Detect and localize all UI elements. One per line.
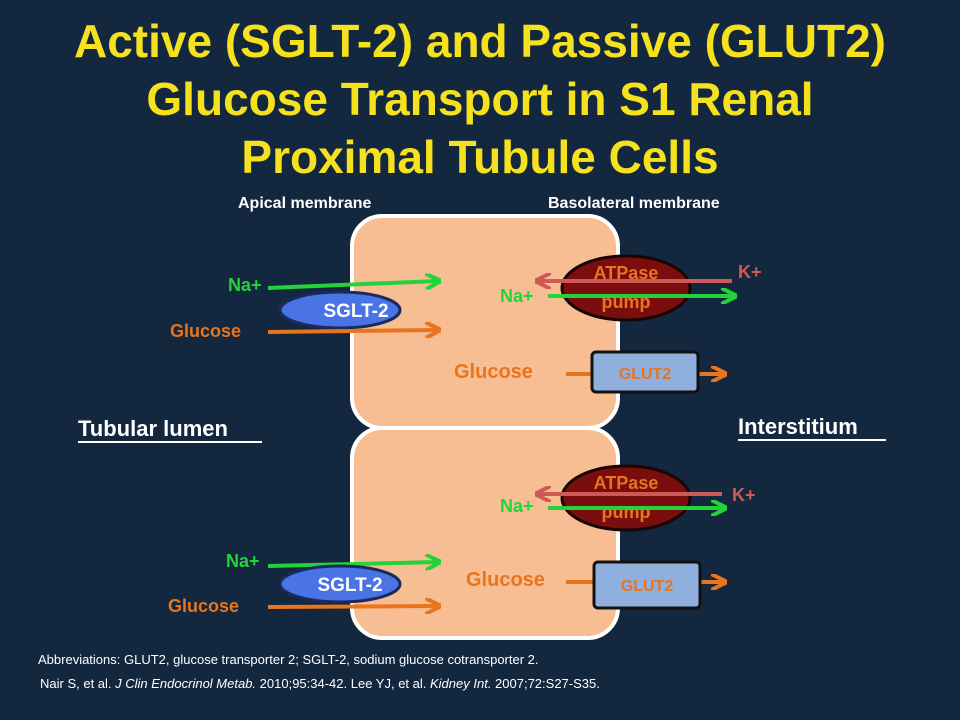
atpase-pump <box>560 464 692 532</box>
glut2-transporter <box>592 560 702 610</box>
cell-body <box>350 214 620 430</box>
potassium-label: K+ <box>732 485 756 505</box>
abbreviations-note: Abbreviations: GLUT2, glucose transporte… <box>38 652 539 667</box>
sodium-cell-label: Na+ <box>500 286 534 306</box>
title-line-3: Proximal Tubule Cells <box>241 131 719 183</box>
reference-text-3: 2007;72:S27-S35. <box>491 676 600 691</box>
sodium-entry-arrow <box>267 562 438 566</box>
glucose-entry-arrow <box>267 606 438 607</box>
reference-text-2: 2010;95:34-42. Lee YJ, et al. <box>256 676 430 691</box>
slide-title: Active (SGLT-2) and Passive (GLUT2) Gluc… <box>0 12 960 186</box>
apical-membrane-label: Apical membrane <box>238 195 371 212</box>
interstitium-label: Interstitium <box>738 414 858 439</box>
sglt2-transporter <box>278 564 402 604</box>
basolateral-membrane-label: Basolateral membrane <box>548 195 720 212</box>
atpase-label: ATPase <box>594 473 659 493</box>
sglt2-label: SGLT-2 <box>323 301 388 322</box>
reference-journal-2: Kidney Int. <box>430 676 492 691</box>
glut2-label: GLUT2 <box>619 366 672 383</box>
pump-label: pump <box>602 502 651 522</box>
glucose-cell-label: Glucose <box>454 361 533 383</box>
sodium-lumen-label: Na+ <box>228 275 262 295</box>
reference-text-1: Nair S, et al. <box>40 676 116 691</box>
references: Nair S, et al. J Clin Endocrinol Metab. … <box>40 676 940 691</box>
title-line-2: Glucose Transport in S1 Renal <box>146 73 814 125</box>
reference-journal-1: J Clin Endocrinol Metab. <box>115 676 257 691</box>
glut2-label: GLUT2 <box>621 578 674 595</box>
sglt2-label: SGLT-2 <box>317 575 382 596</box>
title-line-1: Active (SGLT-2) and Passive (GLUT2) <box>73 15 886 67</box>
tubular-lumen-label: Tubular lumen <box>78 416 228 441</box>
glut2-transporter <box>590 350 700 394</box>
sodium-cell-label: Na+ <box>500 496 534 516</box>
sglt2-transporter <box>278 290 402 330</box>
sodium-entry-arrow <box>267 281 438 290</box>
sodium-lumen-label: Na+ <box>226 551 260 571</box>
proximal-tubule-cell-2: Na+ SGLT-2 Glucose ATPase pump K+ Na+ Gl… <box>168 426 756 640</box>
glucose-entry-arrow <box>267 330 438 332</box>
glucose-lumen-label: Glucose <box>168 596 239 616</box>
cell-body <box>350 426 620 640</box>
atpase-pump <box>560 254 692 322</box>
atpase-label: ATPase <box>594 263 659 283</box>
glucose-lumen-label: Glucose <box>170 321 241 341</box>
potassium-label: K+ <box>738 262 762 282</box>
glucose-cell-label: Glucose <box>466 569 545 591</box>
proximal-tubule-cell-1: Na+ SGLT-2 Glucose ATPase pump K+ Na+ Gl… <box>170 214 762 430</box>
